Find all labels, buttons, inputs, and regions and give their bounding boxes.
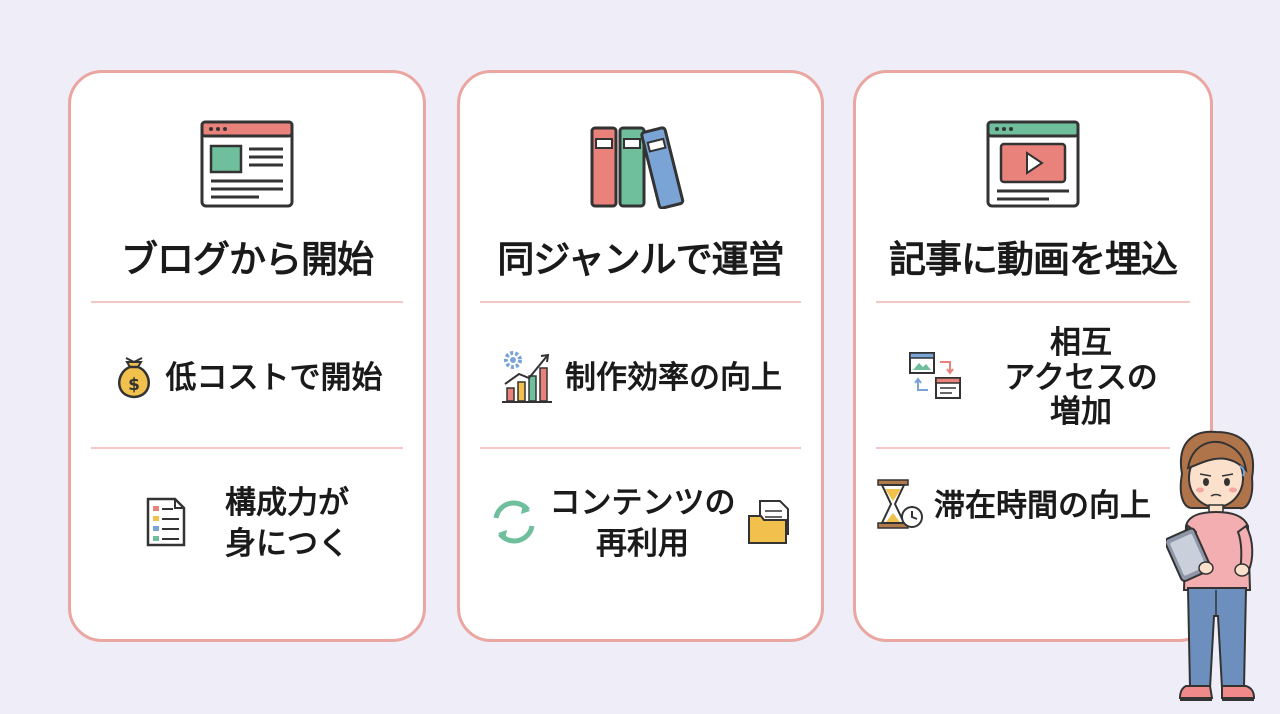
feature-text: 滞在時間の向上	[934, 487, 1151, 524]
feature-text: 低コストで開始	[165, 359, 383, 396]
girl-with-tablet-illustration	[1164, 430, 1266, 710]
video-page-icon	[985, 119, 1081, 213]
feature-text: 相互 アクセスの 増加	[1004, 324, 1158, 431]
card-title: 記事に動画を埋込	[889, 238, 1178, 281]
feature-low-cost: $ 低コストで開始	[71, 313, 423, 443]
money-bag-icon: $	[112, 352, 156, 404]
hourglass-clock-icon	[874, 477, 924, 535]
recycle-arrows-icon	[488, 496, 540, 552]
divider	[91, 301, 403, 303]
binders-icon	[586, 125, 696, 213]
web-page-icon	[199, 119, 295, 213]
card-title: ブログから開始	[121, 238, 374, 281]
feature-production-efficiency: 制作効率の向上	[460, 313, 821, 443]
card-same-genre: 同ジャンルで運営 制作効率の向上	[457, 70, 824, 642]
divider	[480, 301, 801, 303]
feature-text: コンテンツの 再利用	[549, 485, 736, 562]
divider	[480, 447, 801, 449]
feature-dwell-time: 滞在時間の向上	[856, 451, 1210, 561]
card-embed-video: 記事に動画を埋込 相互 アクセスの 増加	[853, 70, 1213, 642]
feature-composition-skill: 構成力が 身につく	[71, 459, 423, 589]
card-title: 同ジャンルで運営	[497, 238, 784, 281]
feature-mutual-access: 相互 アクセスの 増加	[856, 313, 1210, 443]
divider	[91, 447, 403, 449]
svg-text:$: $	[128, 375, 140, 395]
checklist-document-icon	[145, 496, 187, 552]
feature-content-reuse: コンテンツの 再利用	[460, 459, 821, 589]
feature-text: 制作効率の向上	[565, 359, 782, 396]
divider	[876, 447, 1170, 449]
linked-pages-icon	[908, 350, 962, 406]
folder-document-icon	[746, 498, 794, 550]
divider	[876, 301, 1190, 303]
card-start-with-blog: ブログから開始 $ 低コストで開始 構成力	[68, 70, 426, 642]
feature-text: 構成力が 身につく	[225, 485, 349, 562]
growth-chart-gear-icon	[499, 348, 555, 408]
